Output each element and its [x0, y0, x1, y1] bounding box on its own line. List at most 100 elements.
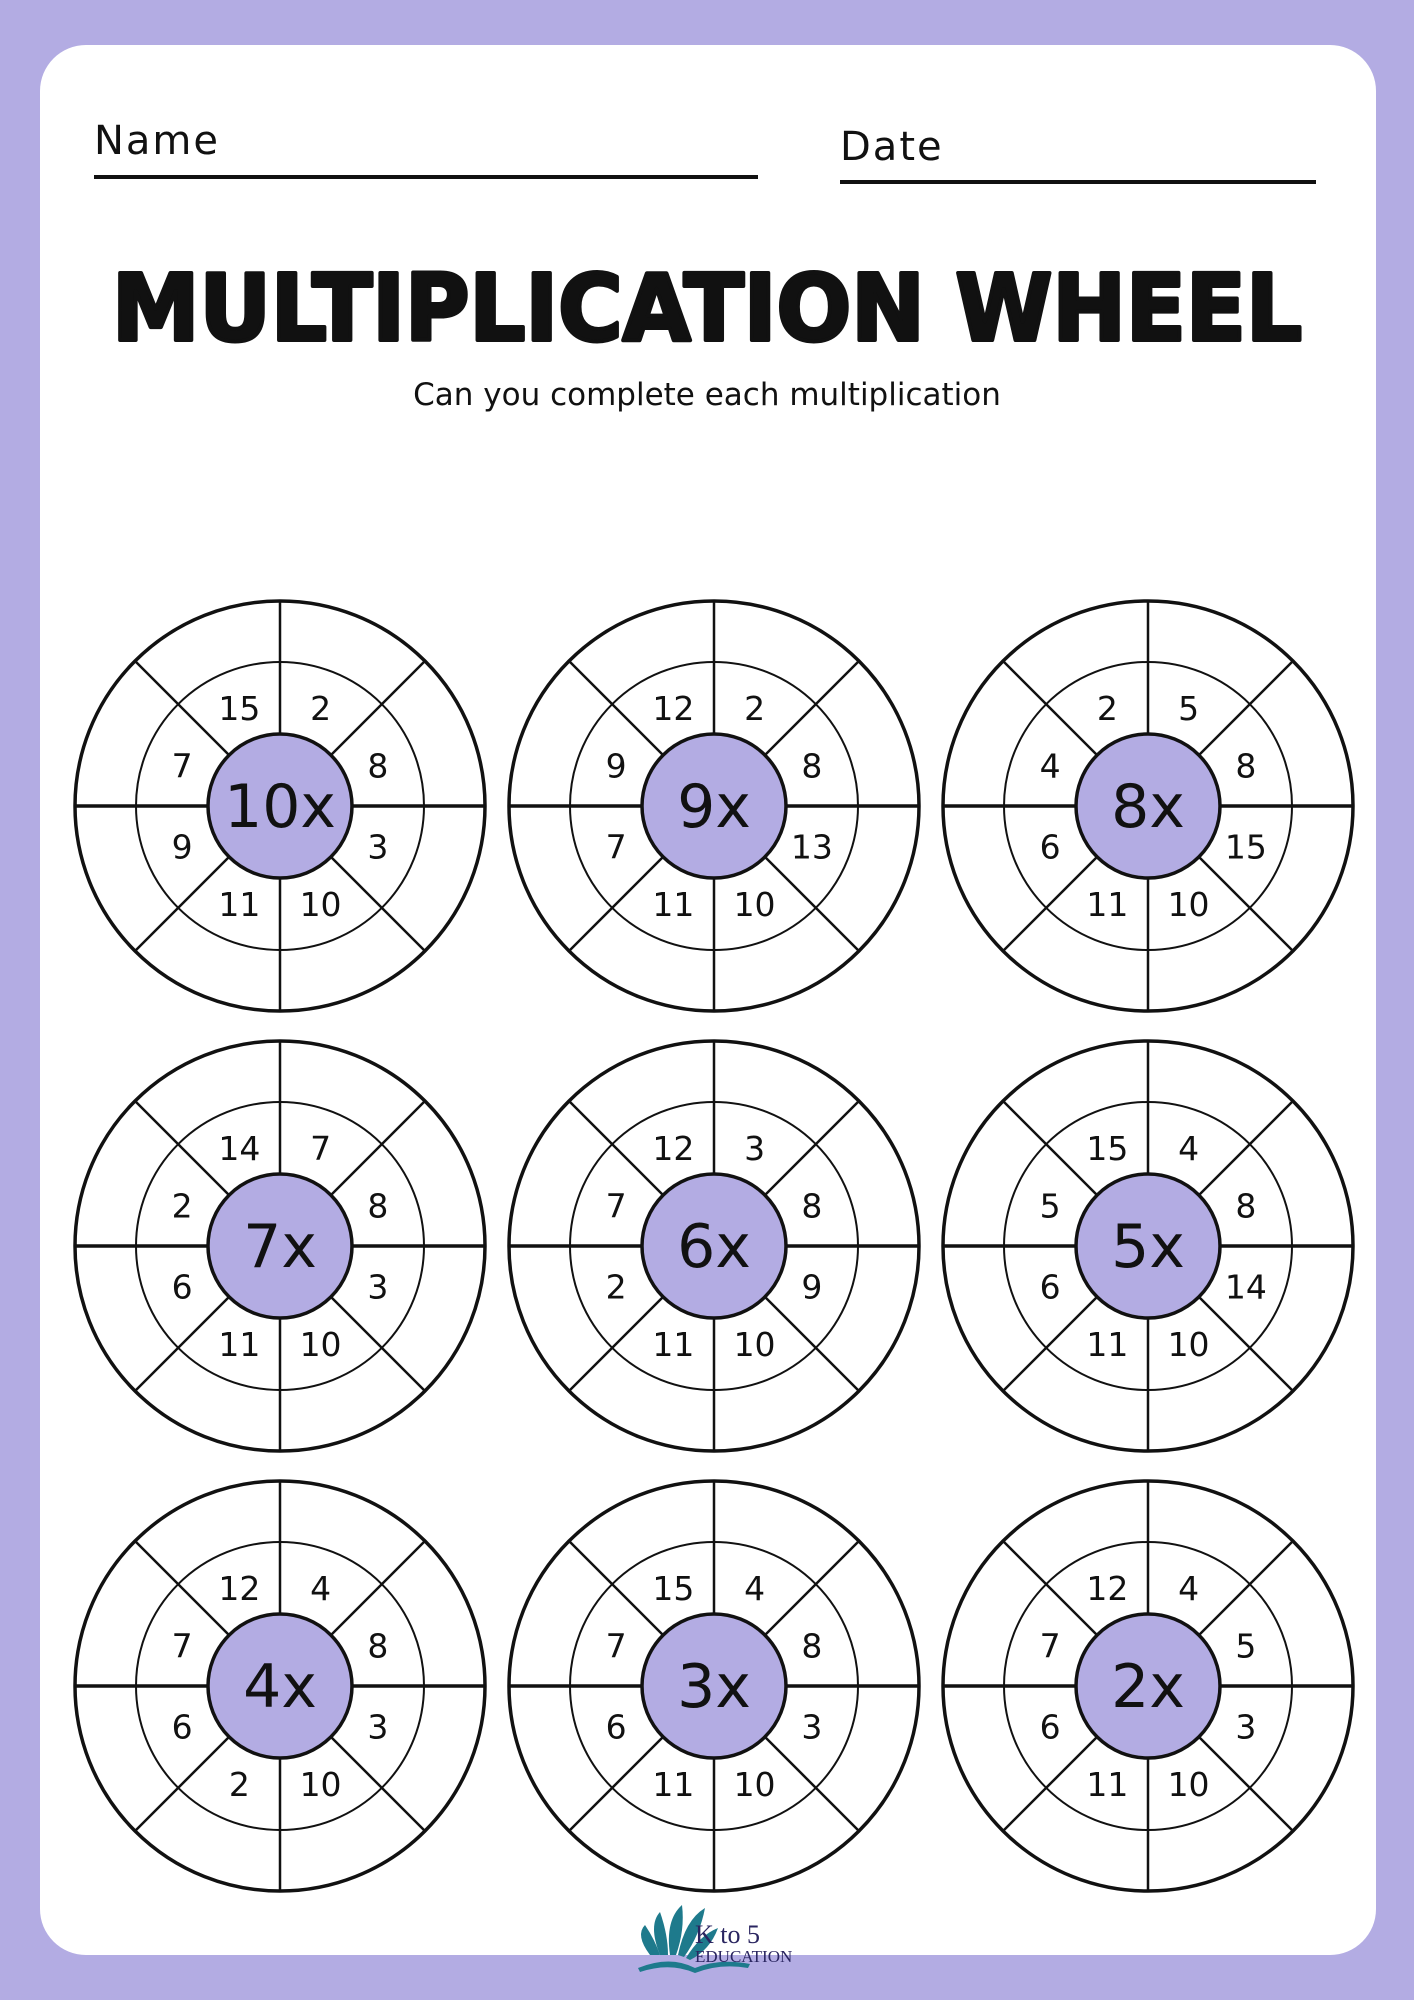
- answer-slot[interactable]: [964, 1291, 1008, 1335]
- answer-slot[interactable]: [96, 1157, 140, 1201]
- answer-slot[interactable]: [325, 1502, 369, 1546]
- answer-slot[interactable]: [964, 717, 1008, 761]
- answer-slot[interactable]: [96, 1597, 140, 1641]
- factor-number: 9: [606, 746, 627, 785]
- answer-slot[interactable]: [759, 946, 803, 990]
- answer-slot[interactable]: [625, 1062, 669, 1106]
- answer-slot[interactable]: [759, 622, 803, 666]
- answer-slot[interactable]: [420, 851, 464, 895]
- answer-slot[interactable]: [1193, 1386, 1237, 1430]
- answer-slot[interactable]: [854, 1291, 898, 1335]
- factor-number: 2: [310, 689, 331, 728]
- answer-slot[interactable]: [530, 851, 574, 895]
- answer-slot[interactable]: [1193, 1826, 1237, 1870]
- answer-slot[interactable]: [1059, 1386, 1103, 1430]
- answer-slot[interactable]: [964, 1597, 1008, 1641]
- answer-slot[interactable]: [1193, 946, 1237, 990]
- spoke-line: [568, 1736, 664, 1832]
- answer-slot[interactable]: [964, 1731, 1008, 1775]
- spoke-line: [330, 1100, 426, 1196]
- factor-number: 11: [652, 885, 694, 924]
- answer-slot[interactable]: [964, 1157, 1008, 1201]
- page-title: MULTIPLICATION WHEEL: [110, 253, 1304, 360]
- answer-slot[interactable]: [325, 1386, 369, 1430]
- factor-number: 5: [1178, 689, 1199, 728]
- multiplier-label: 3x: [677, 1652, 751, 1722]
- answer-slot[interactable]: [191, 1062, 235, 1106]
- answer-slot[interactable]: [96, 851, 140, 895]
- answer-slot[interactable]: [1193, 1062, 1237, 1106]
- answer-slot[interactable]: [1288, 851, 1332, 895]
- factor-number: 11: [652, 1325, 694, 1364]
- answer-slot[interactable]: [854, 851, 898, 895]
- answer-slot[interactable]: [1059, 946, 1103, 990]
- factor-number: 3: [367, 1708, 388, 1747]
- answer-slot[interactable]: [191, 1386, 235, 1430]
- answer-slot[interactable]: [96, 1731, 140, 1775]
- answer-slot[interactable]: [191, 946, 235, 990]
- answer-slot[interactable]: [1059, 1826, 1103, 1870]
- answer-slot[interactable]: [325, 1062, 369, 1106]
- answer-slot[interactable]: [625, 1502, 669, 1546]
- answer-slot[interactable]: [530, 1731, 574, 1775]
- answer-slot[interactable]: [420, 1291, 464, 1335]
- answer-slot[interactable]: [191, 622, 235, 666]
- answer-slot[interactable]: [759, 1062, 803, 1106]
- answer-slot[interactable]: [1288, 1597, 1332, 1641]
- answer-slot[interactable]: [759, 1502, 803, 1546]
- answer-slot[interactable]: [1059, 1062, 1103, 1106]
- answer-slot[interactable]: [854, 1157, 898, 1201]
- answer-slot[interactable]: [530, 1157, 574, 1201]
- answer-slot[interactable]: [1288, 1291, 1332, 1335]
- answer-slot[interactable]: [854, 717, 898, 761]
- spoke-line: [568, 1540, 664, 1636]
- answer-slot[interactable]: [96, 717, 140, 761]
- spoke-line: [1002, 1540, 1098, 1636]
- answer-slot[interactable]: [625, 622, 669, 666]
- answer-slot[interactable]: [625, 1826, 669, 1870]
- factor-number: 6: [172, 1268, 193, 1307]
- answer-slot[interactable]: [854, 1731, 898, 1775]
- answer-slot[interactable]: [759, 1386, 803, 1430]
- answer-slot[interactable]: [530, 717, 574, 761]
- spoke-line: [1002, 1736, 1098, 1832]
- answer-slot[interactable]: [1059, 622, 1103, 666]
- answer-slot[interactable]: [420, 717, 464, 761]
- factor-number: 15: [1225, 828, 1267, 867]
- answer-slot[interactable]: [1193, 1502, 1237, 1546]
- answer-slot[interactable]: [1193, 622, 1237, 666]
- answer-slot[interactable]: [96, 1291, 140, 1335]
- answer-slot[interactable]: [530, 1291, 574, 1335]
- answer-slot[interactable]: [759, 1826, 803, 1870]
- answer-slot[interactable]: [964, 851, 1008, 895]
- spoke-line: [1002, 1100, 1098, 1196]
- spoke-line: [1002, 660, 1098, 756]
- answer-slot[interactable]: [1059, 1502, 1103, 1546]
- answer-slot[interactable]: [1288, 1731, 1332, 1775]
- answer-slot[interactable]: [530, 1597, 574, 1641]
- answer-slot[interactable]: [420, 1157, 464, 1201]
- answer-slot[interactable]: [1288, 1157, 1332, 1201]
- date-field-line[interactable]: [840, 180, 1316, 184]
- answer-slot[interactable]: [625, 946, 669, 990]
- factor-number: 7: [1040, 1626, 1061, 1665]
- answer-slot[interactable]: [325, 1826, 369, 1870]
- factor-number: 8: [367, 746, 388, 785]
- spoke-line: [568, 856, 664, 952]
- factor-number: 14: [218, 1129, 260, 1168]
- answer-slot[interactable]: [1288, 717, 1332, 761]
- factor-number: 4: [1178, 1129, 1199, 1168]
- answer-slot[interactable]: [420, 1731, 464, 1775]
- answer-slot[interactable]: [191, 1826, 235, 1870]
- center-circle: [640, 732, 788, 880]
- answer-slot[interactable]: [191, 1502, 235, 1546]
- name-field-line[interactable]: [94, 175, 758, 179]
- answer-slot[interactable]: [420, 1597, 464, 1641]
- answer-slot[interactable]: [854, 1597, 898, 1641]
- answer-slot[interactable]: [325, 946, 369, 990]
- answer-slot[interactable]: [325, 622, 369, 666]
- answer-slot[interactable]: [625, 1386, 669, 1430]
